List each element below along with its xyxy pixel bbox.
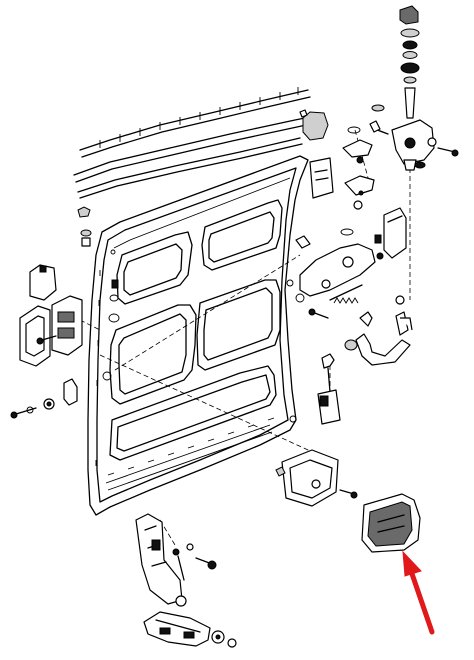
highlight-arrow [402,550,435,635]
window-frame-seal-strip [73,87,311,199]
left-hardware-stack [77,206,120,323]
sliding-door-panel [87,155,309,516]
striker-bolt [275,449,358,507]
front-latch-lock [317,353,341,425]
lower-roller-carrier [135,513,237,648]
left-hinge-assembly [10,264,83,419]
interior-handle [344,311,413,366]
center-hinge-bracket [299,109,375,210]
upper-roller-carrier [347,5,459,171]
rear-lock-assembly [295,207,407,319]
exterior-handle[interactable] [361,493,421,553]
